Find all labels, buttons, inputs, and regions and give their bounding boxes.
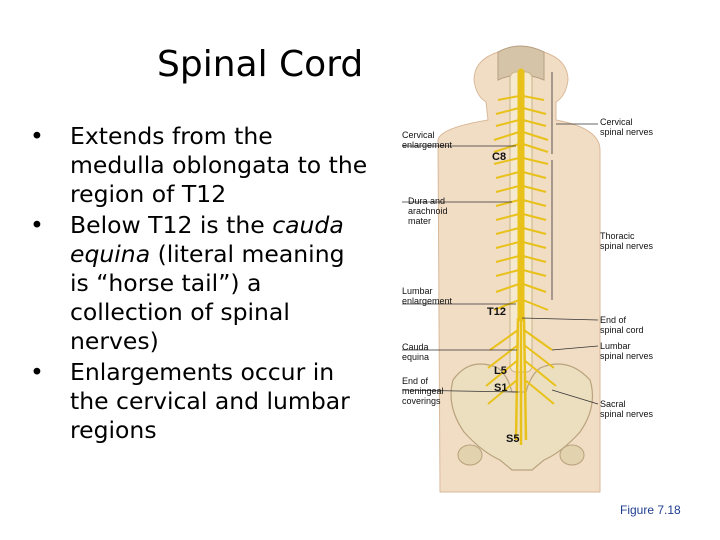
bullet-glyph: • bbox=[30, 122, 44, 150]
leader-lines-left bbox=[401, 145, 519, 393]
figure-caption: Figure 7.18 bbox=[620, 503, 681, 517]
bullet-glyph: • bbox=[30, 358, 44, 386]
slide-title: Spinal Cord bbox=[157, 44, 364, 85]
vertebra-marker-s1: S1 bbox=[494, 382, 508, 394]
bullet-glyph: • bbox=[30, 211, 44, 239]
bullet-text: Enlargements occur in the cervical and l… bbox=[70, 358, 350, 444]
bullet-text-italic: cauda equina bbox=[70, 211, 344, 268]
spinal-nerves-right bbox=[522, 95, 557, 405]
spinal-nerves-left bbox=[485, 95, 520, 405]
hip-joint-right bbox=[559, 444, 585, 466]
head-skull bbox=[497, 45, 545, 81]
vertebra-marker-t12: T12 bbox=[487, 306, 506, 318]
cauda-equina bbox=[514, 317, 528, 445]
bullet-text: Below T12 is the bbox=[70, 211, 273, 239]
leader-lines-right bbox=[521, 72, 599, 405]
vertebra-marker-l5: L5 bbox=[494, 365, 507, 377]
bullet-text: (literal meaning is “horse tail”) a coll… bbox=[70, 240, 345, 355]
bullet-item: • Below T12 is the cauda equina (literal… bbox=[30, 211, 370, 356]
vertebra-marker-c8: C8 bbox=[492, 151, 507, 163]
bullet-text: Extends from the medulla oblongata to th… bbox=[70, 122, 368, 208]
bullet-list: • Extends from the medulla oblongata to … bbox=[30, 122, 370, 447]
bullet-item: • Extends from the medulla oblongata to … bbox=[30, 122, 370, 209]
bullet-item: • Enlargements occur in the cervical and… bbox=[30, 358, 370, 445]
vertebra-marker-s5: S5 bbox=[506, 433, 520, 445]
hip-joint-left bbox=[457, 444, 483, 466]
